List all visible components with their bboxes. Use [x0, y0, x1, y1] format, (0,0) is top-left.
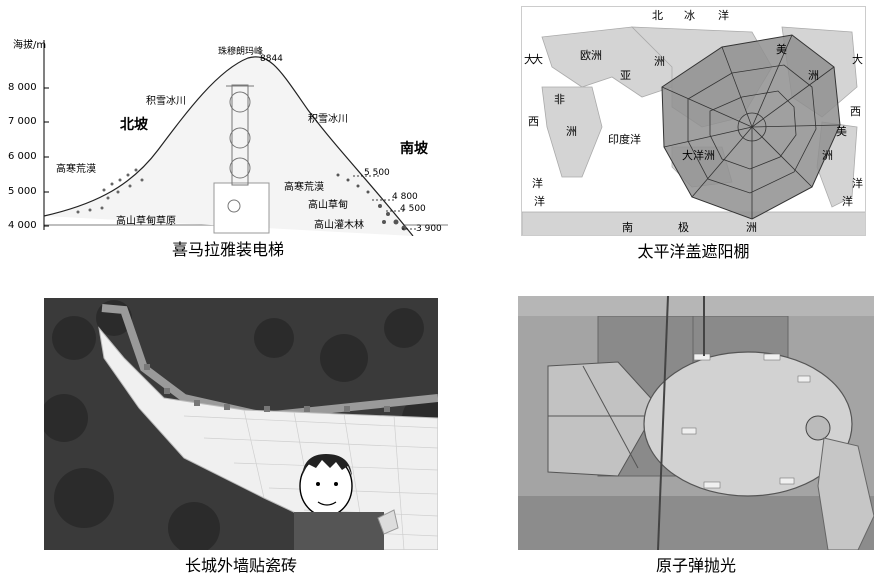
map-label: 大	[532, 53, 543, 66]
south-height-label: 3 900	[416, 224, 442, 234]
map-label: 洲	[822, 149, 833, 162]
y-tick-label: 7 000	[8, 116, 37, 127]
y-tick-label: 5 000	[8, 186, 37, 197]
south-shrub-label: 高山灌木林	[314, 220, 364, 231]
map-label: 西	[850, 105, 861, 118]
map-label: 极	[678, 221, 689, 234]
map-label: 亚	[620, 69, 631, 82]
vegetation-south	[336, 173, 407, 231]
floor	[518, 496, 874, 550]
peak-height: 8844	[260, 54, 283, 64]
north-glacier-label: 积雪冰川	[146, 96, 186, 107]
map-label: 大	[524, 53, 535, 66]
everest-caption: 喜马拉雅装电梯	[171, 240, 284, 259]
tiled-wall	[98, 326, 438, 550]
map-label: 北	[652, 9, 663, 22]
map-label: 洲	[746, 221, 757, 234]
y-tick-label: 8 000	[8, 82, 37, 93]
everest-diagram: 海拔/m 8 000 7 000 6 000 5 000 4 000 珠穆朗玛峰…	[8, 30, 448, 236]
map-label: 西	[528, 115, 539, 128]
south-slope-label: 南坡	[400, 141, 428, 157]
map-label: 洋	[532, 177, 543, 190]
map-label: 洲	[566, 125, 577, 138]
pacific-map-svg	[522, 26, 865, 235]
great-wall-photo	[44, 298, 438, 550]
bomb-body	[643, 351, 853, 497]
map-label: 印度洋	[608, 133, 641, 146]
map-label: 大洋洲	[682, 149, 715, 162]
atomic-bomb-photo	[518, 296, 874, 550]
map-label: 洋	[842, 195, 853, 208]
great-wall-caption: 长城外墙贴瓷砖	[184, 556, 297, 575]
south-leaders	[353, 175, 418, 230]
map-label: 洲	[654, 55, 665, 68]
south-height-label: 4 500	[400, 204, 426, 214]
map-label: 美	[776, 43, 787, 56]
map-label: 美	[836, 125, 847, 138]
vegetation-north	[76, 168, 144, 214]
south-meadow-label: 高山草甸	[308, 200, 348, 211]
north-slope-label: 北坡	[120, 117, 148, 133]
north-meadow-label: 高山草甸草原	[116, 216, 176, 227]
bomb-tail	[547, 361, 659, 477]
map-label: 洋	[534, 195, 545, 208]
map-label: 洲	[808, 69, 819, 82]
south-desert-label: 高寒荒漠	[284, 182, 324, 193]
hoist-chains	[657, 296, 705, 550]
south-height-label: 4 800	[392, 192, 418, 202]
atomic-bomb-caption: 原子弹抛光	[655, 556, 736, 575]
everest-diagram-svg	[43, 40, 448, 236]
map-label: 冰	[684, 9, 695, 22]
map-label: 洋	[718, 9, 729, 22]
map-label: 洋	[852, 177, 863, 190]
map-label: 大	[852, 53, 863, 66]
atomic-bomb-svg	[518, 296, 874, 550]
south-glacier-label: 积雪冰川	[308, 114, 348, 125]
map-label: 南	[622, 221, 633, 234]
pacific-caption: 太平洋盖遮阳棚	[637, 242, 750, 261]
sunshade-umbrella	[661, 34, 841, 220]
y-tick-label: 6 000	[8, 151, 37, 162]
mountain-profile	[43, 56, 414, 236]
y-axis-title: 海拔/m	[13, 40, 47, 51]
peak-name: 珠穆朗玛峰	[218, 47, 264, 57]
map-label: 非	[554, 93, 565, 106]
elevator-structure	[213, 84, 270, 234]
crenellation	[144, 364, 390, 412]
great-wall-svg	[44, 298, 438, 550]
south-height-label: 5 500	[364, 168, 390, 178]
map-label: 欧洲	[580, 49, 602, 62]
north-desert-label: 高寒荒漠	[56, 164, 96, 175]
y-tick-label: 4 000	[8, 220, 37, 231]
pacific-map: 北 冰 洋 欧洲 亚 洲 非 洲 印度洋 大洋洲 美 洲 美 洲 大 西 洋 西…	[521, 6, 866, 236]
worker	[805, 415, 874, 550]
bomb-fittings	[681, 353, 811, 489]
meme-face	[294, 454, 399, 550]
